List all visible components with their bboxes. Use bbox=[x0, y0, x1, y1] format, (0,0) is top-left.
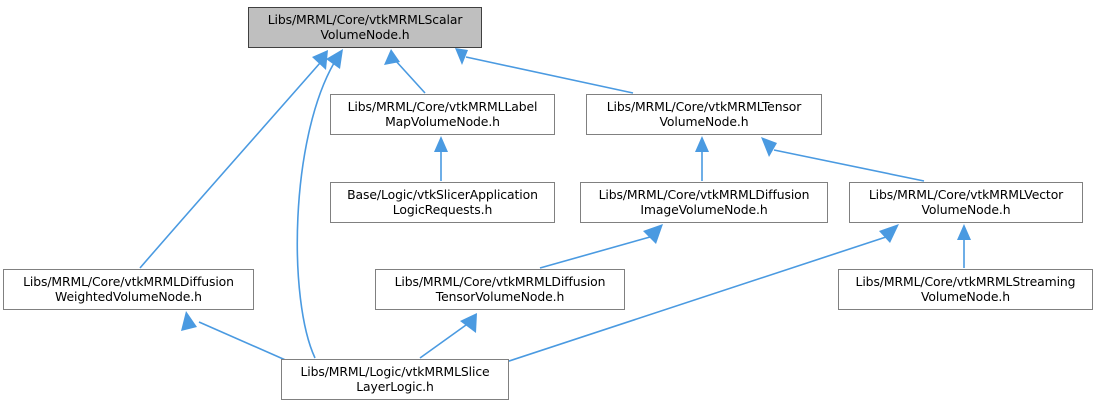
node-slice-layer-logic[interactable]: Libs/MRML/Logic/vtkMRMLSlice LayerLogic.… bbox=[281, 359, 509, 400]
node-label: Libs/MRML/Core/vtkMRMLStreaming VolumeNo… bbox=[855, 273, 1076, 304]
node-diffusion-tensor-volume-node[interactable]: Libs/MRML/Core/vtkMRMLDiffusion TensorVo… bbox=[375, 269, 625, 310]
edge-streaming-to-vector bbox=[957, 224, 971, 268]
edge-tensor-to-scalar bbox=[455, 48, 634, 94]
edge-slicelayer-to-scalar bbox=[296, 49, 343, 359]
edge-diffweighted-to-scalar bbox=[139, 50, 328, 269]
edge-vector-to-tensor bbox=[761, 137, 925, 182]
node-label: Libs/MRML/Core/vtkMRMLScalar VolumeNode.… bbox=[267, 11, 463, 42]
node-label: Libs/MRML/Logic/vtkMRMLSlice LayerLogic.… bbox=[300, 363, 490, 394]
edge-slicelayer-to-difftensor bbox=[419, 313, 477, 359]
edge-labelmap-to-scalar bbox=[384, 49, 426, 94]
node-label: Libs/MRML/Core/vtkMRMLDiffusion TensorVo… bbox=[394, 273, 606, 304]
node-diffusion-weighted-volume-node[interactable]: Libs/MRML/Core/vtkMRMLDiffusion Weighted… bbox=[3, 269, 254, 310]
node-label: Base/Logic/vtkSlicerApplication LogicReq… bbox=[347, 186, 538, 217]
edge-slicerapp-to-labelmap bbox=[434, 136, 448, 181]
node-vector-volume-node[interactable]: Libs/MRML/Core/vtkMRMLVector VolumeNode.… bbox=[849, 182, 1083, 223]
node-scalar-volume-node[interactable]: Libs/MRML/Core/vtkMRMLScalar VolumeNode.… bbox=[248, 7, 482, 48]
node-label: Libs/MRML/Core/vtkMRMLDiffusion Weighted… bbox=[23, 273, 234, 304]
edge-diffimage-to-tensor bbox=[695, 136, 709, 181]
node-tensor-volume-node[interactable]: Libs/MRML/Core/vtkMRMLTensor VolumeNode.… bbox=[586, 94, 822, 135]
edge-slicelayer-to-diffweighted bbox=[181, 311, 291, 363]
node-label: Libs/MRML/Core/vtkMRMLVector VolumeNode.… bbox=[868, 186, 1064, 217]
edge-slicelayer-to-vector bbox=[499, 224, 899, 365]
node-label: Libs/MRML/Core/vtkMRMLTensor VolumeNode.… bbox=[606, 98, 802, 129]
node-streaming-volume-node[interactable]: Libs/MRML/Core/vtkMRMLStreaming VolumeNo… bbox=[838, 269, 1093, 310]
node-label-map-volume-node[interactable]: Libs/MRML/Core/vtkMRMLLabel MapVolumeNod… bbox=[330, 94, 555, 135]
node-label: Libs/MRML/Core/vtkMRMLDiffusion ImageVol… bbox=[598, 186, 810, 217]
node-label: Libs/MRML/Core/vtkMRMLLabel MapVolumeNod… bbox=[347, 98, 538, 129]
node-slicer-application-logic-requests[interactable]: Base/Logic/vtkSlicerApplication LogicReq… bbox=[330, 182, 555, 223]
edge-difftensor-to-diffimage bbox=[539, 224, 663, 269]
node-diffusion-image-volume-node[interactable]: Libs/MRML/Core/vtkMRMLDiffusion ImageVol… bbox=[580, 182, 828, 223]
